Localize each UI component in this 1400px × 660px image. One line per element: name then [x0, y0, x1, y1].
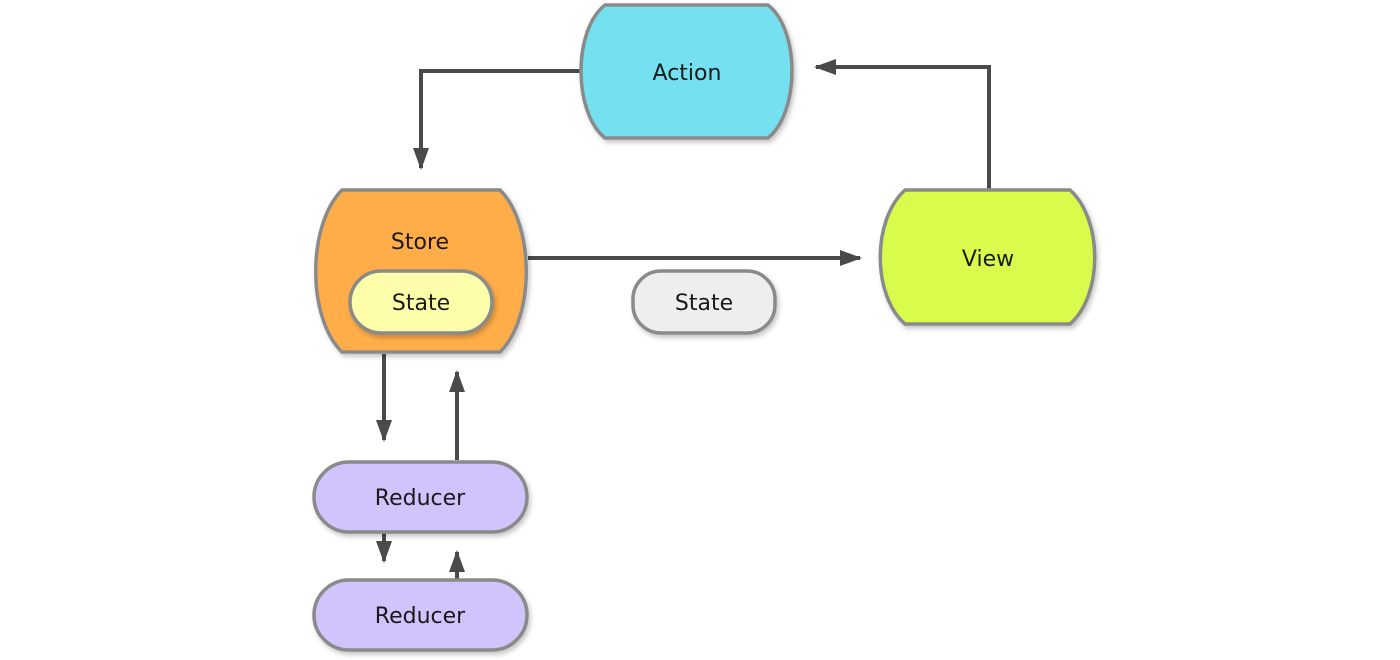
reducer-1-node	[312, 460, 529, 534]
view-node-shape	[878, 188, 1097, 326]
action-node-shape	[579, 3, 794, 140]
connectors	[376, 59, 991, 579]
state-message-label: State	[675, 291, 733, 316]
reducer-1-label: Reducer	[375, 486, 466, 511]
store-state-shape	[348, 269, 494, 335]
store-state-label: State	[392, 291, 450, 316]
action-node	[579, 3, 794, 140]
store-node-label: Store	[391, 230, 449, 255]
edge-action-to-store	[413, 69, 580, 170]
reducer-1-shape	[312, 460, 529, 534]
view-node-label: View	[962, 247, 1014, 272]
store-state-node	[348, 269, 494, 335]
reducer-2-label: Reducer	[375, 604, 466, 629]
reducer-2-node	[312, 578, 529, 652]
reducer-2-shape	[312, 578, 529, 652]
edge-view-to-action	[814, 59, 991, 190]
state-message-shape	[631, 269, 777, 335]
state-message-node	[631, 269, 777, 335]
action-node-label: Action	[653, 61, 722, 86]
view-node	[878, 188, 1097, 326]
